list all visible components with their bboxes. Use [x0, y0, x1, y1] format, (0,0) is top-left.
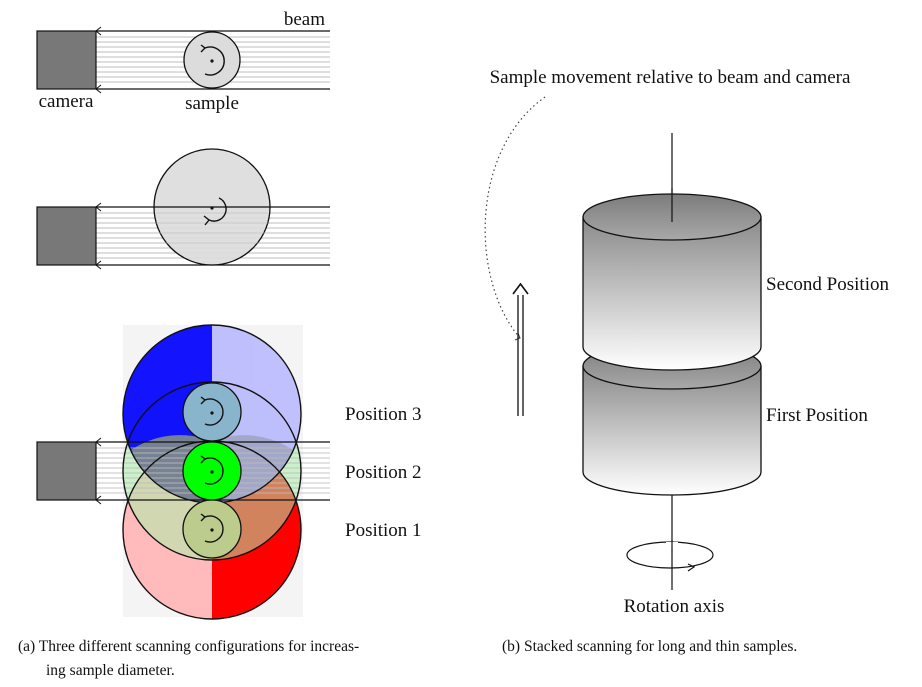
panel-b-stacked-scan: Sample movement relative to beam and cam…: [484, 67, 889, 617]
dotted-connector: [484, 96, 546, 339]
caption-a-line-2: ing sample diameter.: [46, 662, 175, 679]
diagram-2-offset-scan: [36, 148, 330, 270]
movement-label: Sample movement relative to beam and cam…: [490, 67, 851, 88]
sample-label: sample: [185, 93, 239, 114]
camera-label: camera: [39, 91, 94, 112]
position-2-label: Position 2: [345, 462, 422, 483]
diagram-3-three-positions: Position 3 Position 2 Position 1: [36, 324, 422, 620]
caption-a-line-1: (a) Three different scanning configurati…: [18, 638, 359, 655]
position-3-label: Position 3: [345, 404, 422, 425]
second-position-label: Second Position: [766, 274, 889, 295]
rotation-arrow-icon-3: [200, 396, 224, 543]
camera-box-3: [36, 441, 97, 501]
caption-b: (b) Stacked scanning for long and thin s…: [502, 638, 797, 655]
beam-label: beam: [284, 9, 325, 30]
rotation-arrow-icon: [200, 44, 225, 76]
rotation-arrow-icon-2: [203, 197, 227, 226]
camera-box: [36, 30, 97, 90]
rotation-axis-arrow-icon: [626, 540, 714, 572]
movement-double-arrow-icon: [512, 282, 529, 416]
position-1-label: Position 1: [345, 520, 422, 541]
first-position-label: First Position: [766, 405, 868, 426]
diagram-1-single-scan: beam camera sample: [36, 9, 330, 114]
rotation-axis-label: Rotation axis: [624, 596, 725, 617]
camera-box-2: [36, 206, 97, 266]
position-2-outline: [122, 381, 302, 561]
